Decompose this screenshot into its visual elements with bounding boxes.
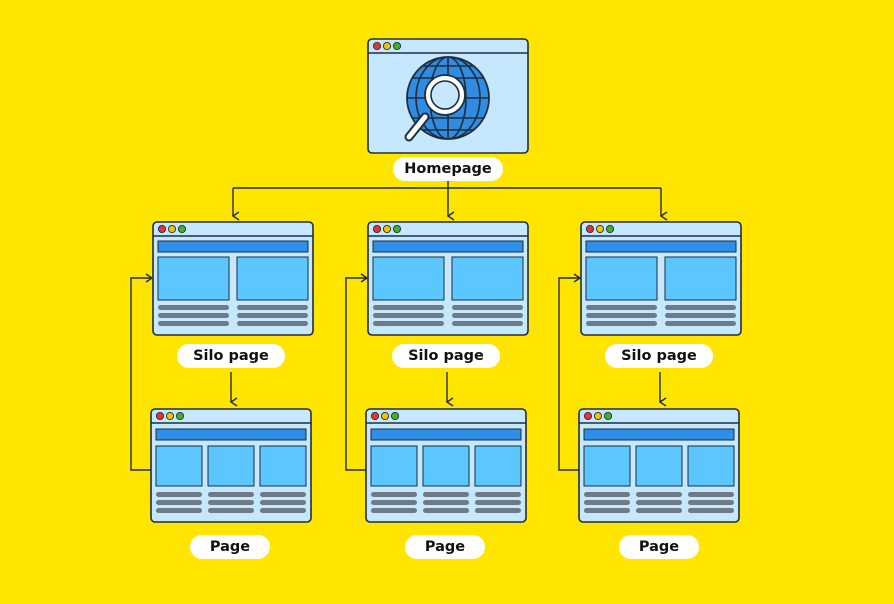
content-block xyxy=(585,256,658,301)
window-dot-green xyxy=(605,224,615,234)
window-dot-red xyxy=(155,411,165,421)
window-dot-green xyxy=(390,411,400,421)
content-block xyxy=(236,256,309,301)
page-window-3 xyxy=(578,408,740,523)
silo-page-label-2: Silo page xyxy=(392,344,500,368)
connectors xyxy=(130,181,668,471)
window-dot-yellow xyxy=(382,41,392,51)
header-bar xyxy=(370,428,522,441)
window-dot-yellow xyxy=(380,411,390,421)
window-dot-red xyxy=(370,411,380,421)
text-lines xyxy=(158,305,308,326)
window-dot-yellow xyxy=(593,411,603,421)
window-dot-green xyxy=(392,224,402,234)
homepage-window xyxy=(367,38,529,154)
silo-window-2 xyxy=(367,221,529,336)
content-block xyxy=(664,256,737,301)
window-dot-red xyxy=(372,41,382,51)
window-dot-green xyxy=(603,411,613,421)
window-dot-yellow xyxy=(165,411,175,421)
content-block xyxy=(157,256,230,301)
content-block xyxy=(259,445,307,487)
window-dot-red xyxy=(157,224,167,234)
arrow-page-1-back-to-silo xyxy=(130,273,154,471)
arrow-page-2-back-to-silo xyxy=(345,273,369,471)
text-lines xyxy=(371,492,521,513)
page-label-2: Page xyxy=(405,535,485,559)
header-bar xyxy=(583,428,735,441)
window-dot-green xyxy=(177,224,187,234)
header-bar xyxy=(585,240,737,253)
window-dot-red xyxy=(372,224,382,234)
silo-window-1 xyxy=(152,221,314,336)
arrow-page-3-back-to-silo xyxy=(558,273,582,471)
content-block xyxy=(207,445,255,487)
text-lines xyxy=(156,492,306,513)
window-dot-green xyxy=(175,411,185,421)
content-block xyxy=(372,256,445,301)
homepage-label: Homepage xyxy=(393,157,503,181)
header-bar xyxy=(372,240,524,253)
content-block xyxy=(687,445,735,487)
header-bar xyxy=(157,240,309,253)
text-lines xyxy=(584,492,734,513)
silo-window-3 xyxy=(580,221,742,336)
text-lines xyxy=(586,305,736,326)
globe-search-icon xyxy=(404,56,490,142)
window-dot-yellow xyxy=(595,224,605,234)
header-bar xyxy=(155,428,307,441)
page-window-2 xyxy=(365,408,527,523)
window-dot-yellow xyxy=(167,224,177,234)
content-block xyxy=(422,445,470,487)
window-dot-red xyxy=(585,224,595,234)
page-window-1 xyxy=(150,408,312,523)
silo-page-label-1: Silo page xyxy=(177,344,285,368)
content-block xyxy=(583,445,631,487)
content-block xyxy=(451,256,524,301)
window-dot-yellow xyxy=(382,224,392,234)
silo-page-label-3: Silo page xyxy=(605,344,713,368)
window-dot-green xyxy=(392,41,402,51)
window-dot-red xyxy=(583,411,593,421)
content-block xyxy=(474,445,522,487)
page-label-3: Page xyxy=(619,535,699,559)
text-lines xyxy=(373,305,523,326)
page-label-1: Page xyxy=(190,535,270,559)
content-block xyxy=(635,445,683,487)
content-block xyxy=(155,445,203,487)
content-block xyxy=(370,445,418,487)
